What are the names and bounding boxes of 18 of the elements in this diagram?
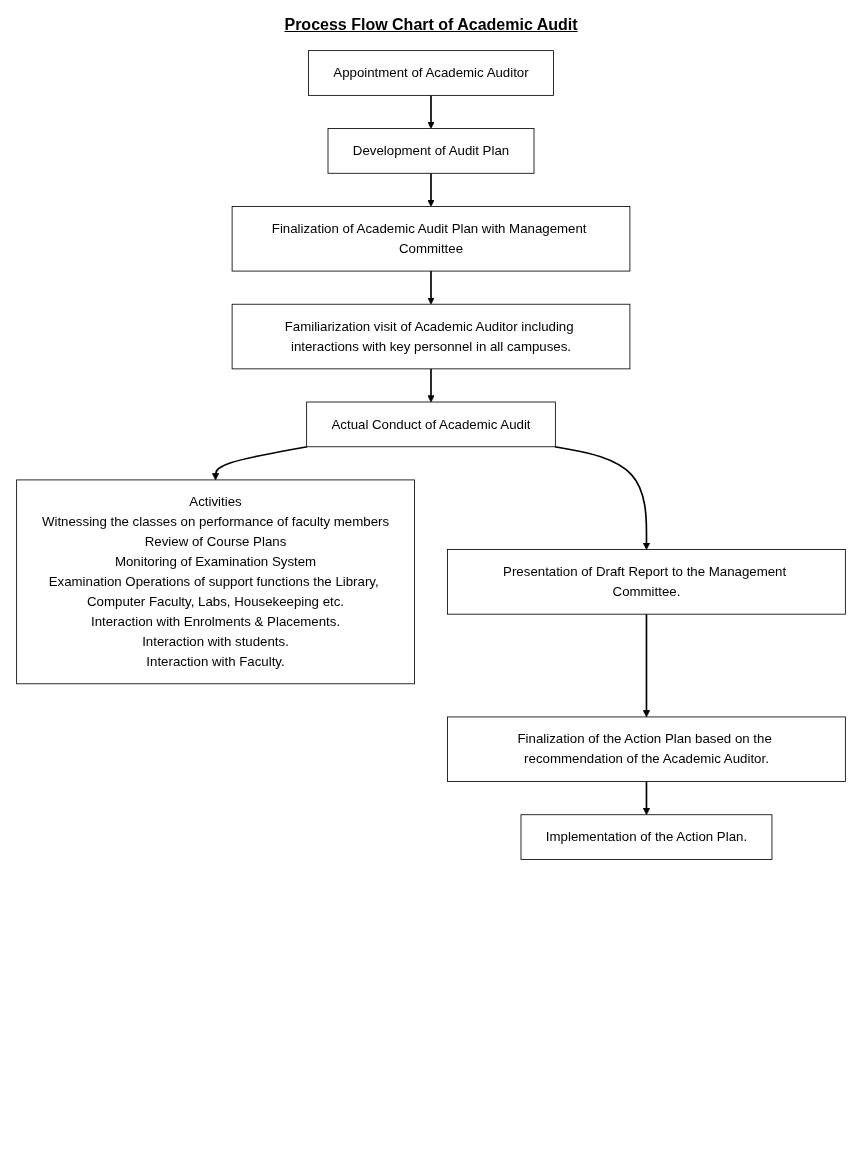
diagram-title: Process Flow Chart of Academic Audit — [284, 16, 578, 34]
node-box: Implementation of the Action Plan. — [520, 814, 773, 860]
arrow — [553, 445, 651, 550]
arrow — [642, 780, 651, 816]
node-box: Presentation of Draft Report to the Management Committee. — [447, 549, 846, 615]
arrow — [642, 613, 651, 718]
node-box: Actual Conduct of Academic Audit — [306, 401, 556, 448]
node-box: Appointment of Academic Auditor — [308, 50, 554, 96]
node-box: Activities Witnessing the classes on performance of faculty members Review of Course Plans Monitoring of Examination System Examination Operations of support functions the Library, Computer Faculty, Labs, Housekeeping etc. Interaction with Enrolments & Placements. Interaction with students. Interaction with Faculty. — [16, 479, 415, 685]
node-box: Finalization of Academic Audit Plan with Management Committee — [231, 206, 631, 272]
node-box: Development of Audit Plan — [327, 128, 535, 174]
arrow — [211, 445, 309, 481]
arrow — [427, 94, 435, 129]
node-box: Familiarization visit of Academic Auditor including interactions with key personnel in all campuses. — [231, 303, 631, 370]
arrow — [427, 368, 435, 403]
arrow — [427, 270, 435, 305]
arrow — [427, 172, 435, 207]
node-box: Finalization of the Action Plan based on the recommendation of the Academic Auditor. — [447, 716, 846, 782]
